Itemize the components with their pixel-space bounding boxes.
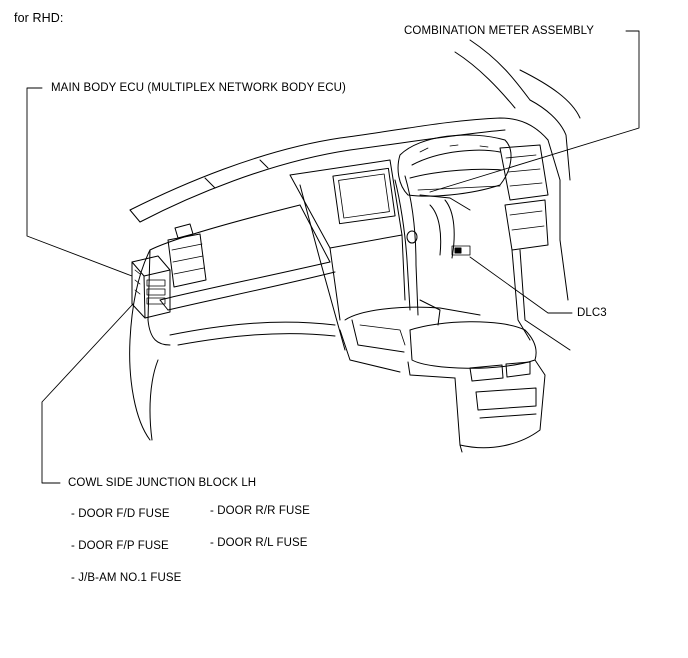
fuse-item: - DOOR F/D FUSE	[71, 508, 170, 520]
dashboard-top	[129, 117, 549, 223]
leader-lines	[26, 30, 640, 484]
right-dash-panel	[499, 139, 561, 341]
label-dlc3: DLC3	[577, 307, 607, 319]
left-dash-panel	[147, 204, 336, 346]
fuse-item: - DOOR F/P FUSE	[71, 540, 169, 552]
fuse-item: - J/B-AM NO.1 FUSE	[71, 572, 182, 584]
steering-area	[394, 175, 471, 316]
center-stack	[289, 159, 406, 351]
label-cowl-side-junction-block: COWL SIDE JUNCTION BLOCK LH	[68, 477, 257, 489]
right-lower-trim	[519, 239, 571, 351]
fuse-item: - DOOR R/L FUSE	[210, 537, 308, 549]
fuse-item: - DOOR R/R FUSE	[210, 505, 310, 517]
diagram-heading: for RHD:	[14, 11, 64, 25]
meter-hood	[397, 134, 512, 197]
cowl-junction-block	[131, 255, 171, 319]
label-main-body-ecu: MAIN BODY ECU (MULTIPLEX NETWORK BODY EC…	[51, 82, 346, 94]
center-console	[339, 299, 546, 453]
label-combination-meter: COMBINATION METER ASSEMBLY	[404, 25, 595, 37]
windshield-outline	[454, 39, 581, 181]
